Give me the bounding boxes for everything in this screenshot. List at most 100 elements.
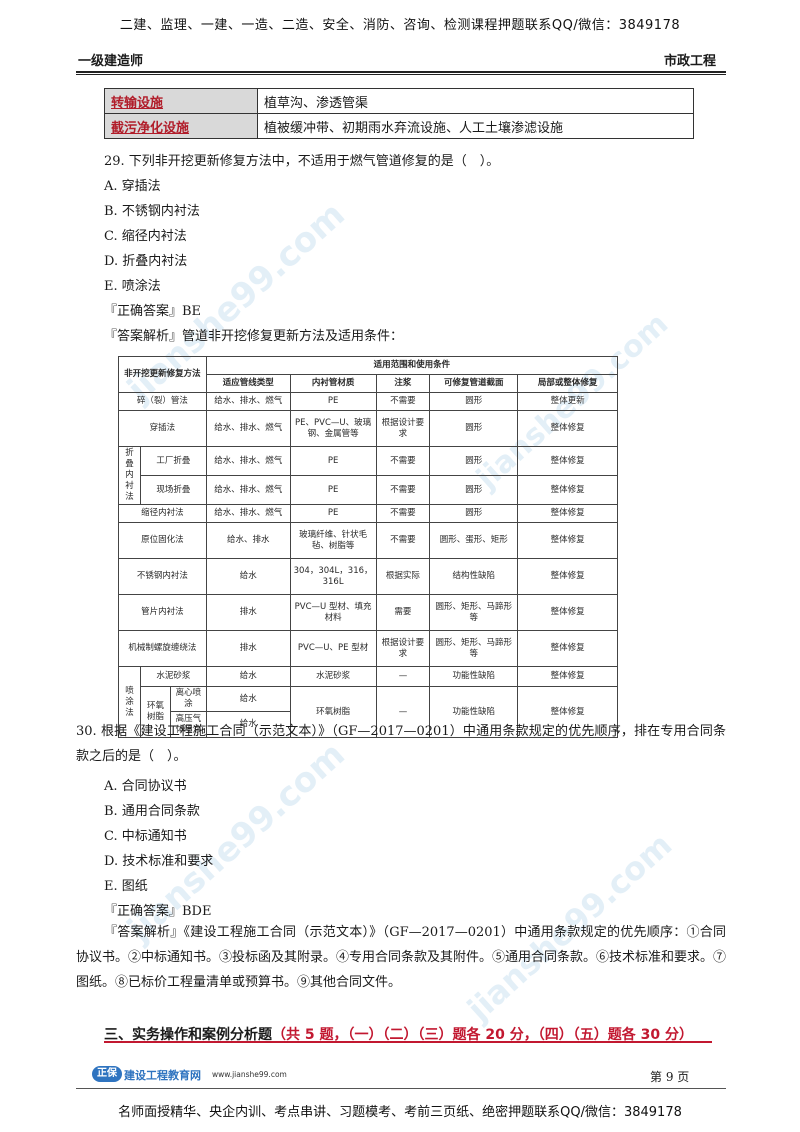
top-banner: 二建、监理、一建、一造、二造、安全、消防、咨询、检测课程押题联系QQ/微信：38… <box>119 18 681 33</box>
table-cell: PVC—U 型材、填充材料 <box>289 594 377 631</box>
table-cell: 整体修复 <box>517 504 618 523</box>
table-cell: 不需要 <box>375 446 431 476</box>
question-30-analysis: 『答案解析』《建设工程施工合同（示范文本）》（GF—2017—0201）中通用条… <box>76 925 727 990</box>
table-cell: PE <box>289 475 377 505</box>
section-note: （共 5 题，（一）（二）（三）题各 20 分，（四）（五）题各 30 分） <box>272 1027 693 1043</box>
table-cell: 整体修复 <box>517 630 618 667</box>
header-section: 可修复管道截面 <box>429 374 519 393</box>
logo-icon: 正保 <box>92 1066 122 1082</box>
facility-items: 植被缓冲带、初期雨水弃流设施、人工土壤渗滤设施 <box>257 113 694 139</box>
table-cell: 根据设计要求 <box>375 410 431 447</box>
table-row: 环氧树脂 离心喷涂 给水 环氧树脂 — 功能性缺陷 整体修复 <box>119 686 618 738</box>
table-cell: 排水 <box>205 630 291 667</box>
table-row: 高压气体喷涂 给水 <box>119 711 618 738</box>
header-repair-scope: 局部或整体修复 <box>517 374 618 393</box>
table-cell: 水泥砂浆 <box>289 666 377 687</box>
table-row: 碎（裂）管法 给水、排水、燃气 PE 不需要 圆形 整体更新 <box>118 392 618 411</box>
table-row: 原位固化法 给水、排水 玻璃纤维、针状毛毡、树脂等 不需要 圆形、蛋形、矩形 整… <box>118 522 618 559</box>
table-cell: 给水 <box>205 666 291 687</box>
page-number: 第 9 页 <box>650 1070 690 1084</box>
facility-type[interactable]: 转输设施 <box>104 88 258 114</box>
table-cell: 不需要 <box>375 522 431 559</box>
table-cell: 给水、排水、燃气 <box>205 504 291 523</box>
method-group: 喷涂法 <box>118 666 141 738</box>
table-cell: 圆形 <box>429 392 519 411</box>
method-name: 高压气体喷涂 <box>169 711 207 738</box>
header-scope: 适用范围和使用条件 <box>205 356 619 375</box>
question-30-option: B. 通用合同条款 <box>104 804 200 819</box>
method-name: 水泥砂浆 <box>139 666 207 687</box>
bottom-banner: 名师面授精华、央企内训、考点串讲、习题模考、考前三页纸、绝密押题联系QQ/微信：… <box>118 1105 682 1120</box>
table-cell: 圆形 <box>429 475 519 505</box>
table-cell: 整体修复 <box>517 475 618 505</box>
question-30-option: A. 合同协议书 <box>104 779 187 794</box>
method-name: 原位固化法 <box>118 522 207 559</box>
question-29-option: B. 不锈钢内衬法 <box>104 204 200 219</box>
section-title: 三、实务操作和案例分析题 <box>104 1027 272 1043</box>
table-row: 转输设施 植草沟、渗透管渠 <box>104 88 694 114</box>
table-cell: PE <box>289 446 377 476</box>
header-method: 非开挖更新修复方法 <box>118 356 207 393</box>
method-name: 不锈钢内衬法 <box>118 558 207 595</box>
table-cell: 整体修复 <box>517 446 618 476</box>
header-pipeline-type: 适应管线类型 <box>205 374 291 393</box>
table-cell: 整体修复 <box>517 594 618 631</box>
method-subgroup: 环氧树脂 <box>139 686 171 738</box>
section-heading: 三、实务操作和案例分析题（共 5 题，（一）（二）（三）题各 20 分，（四）（… <box>104 1024 693 1044</box>
running-head: 一级建造师 市政工程 <box>78 50 722 70</box>
table-header-row: 非开挖更新修复方法 适用范围和使用条件 <box>118 356 619 393</box>
table-row: 机械制螺旋缠绕法 排水 PVC—U、PE 型材 根据设计要求 圆形、矩形、马蹄形… <box>118 630 618 667</box>
method-group: 折叠内衬法 <box>118 446 141 505</box>
table-row: 缩径内衬法 给水、排水、燃气 PE 不需要 圆形 整体修复 <box>118 504 618 523</box>
header-grouting: 注浆 <box>375 374 431 393</box>
table-row: 折叠内衬法 工厂折叠 给水、排水、燃气 PE 不需要 圆形 整体修复 <box>118 446 618 505</box>
question-30-answer: 『正确答案』BDE <box>104 904 212 919</box>
table-cell: 整体修复 <box>517 522 618 559</box>
section-underline <box>104 1041 712 1043</box>
method-name: 碎（裂）管法 <box>118 392 207 411</box>
logo-site: www.jianshe99.com <box>212 1070 287 1079</box>
table-cell: PE、PVC—U、玻璃钢、金属管等 <box>289 410 377 447</box>
logo-brand: 建设工程教育网 <box>124 1069 201 1082</box>
question-29-option: A. 穿插法 <box>104 179 161 194</box>
table-cell: PVC—U、PE 型材 <box>289 630 377 667</box>
table-cell: 不需要 <box>375 392 431 411</box>
table-cell: PE <box>289 504 377 523</box>
table-cell: 不需要 <box>375 504 431 523</box>
table-cell: 整体修复 <box>517 410 618 447</box>
table-cell: 玻璃纤维、针状毛毡、树脂等 <box>289 522 377 559</box>
table-cell: 给水、排水、燃气 <box>205 475 291 505</box>
table-cell: 圆形 <box>429 504 519 523</box>
table-cell: 给水、排水、燃气 <box>205 410 291 447</box>
running-head-left: 一级建造师 <box>78 54 144 69</box>
table-cell: 根据实际 <box>375 558 431 595</box>
table-cell: 圆形 <box>429 410 519 447</box>
table-cell: 根据设计要求 <box>375 630 431 667</box>
table-cell: 排水 <box>205 594 291 631</box>
method-name: 现场折叠 <box>139 475 207 505</box>
table-row: 穿插法 给水、排水、燃气 PE、PVC—U、玻璃钢、金属管等 根据设计要求 圆形… <box>118 410 618 447</box>
method-name: 管片内衬法 <box>118 594 207 631</box>
table-cell: 圆形 <box>429 446 519 476</box>
question-29-stem: 29. 下列非开挖更新修复方法中，不适用于燃气管道修复的是（ ）。 <box>104 154 500 169</box>
table-cell: 整体修复 <box>517 666 618 687</box>
facility-items: 植草沟、渗透管渠 <box>257 88 694 114</box>
question-29-analysis: 『答案解析』管道非开挖修复更新方法及适用条件： <box>104 329 404 344</box>
method-name: 穿插法 <box>118 410 207 447</box>
repair-method-table: 非开挖更新修复方法 适用范围和使用条件 适应管线类型 内衬管材质 注浆 可修复管… <box>118 356 619 738</box>
facility-table: 转输设施 植草沟、渗透管渠 截污净化设施 植被缓冲带、初期雨水弃流设施、人工土壤… <box>104 88 694 139</box>
question-30-option: D. 技术标准和要求 <box>104 854 214 869</box>
table-cell: 需要 <box>375 594 431 631</box>
question-29-option: D. 折叠内衬法 <box>104 254 188 269</box>
facility-type[interactable]: 截污净化设施 <box>104 113 258 139</box>
table-cell: — <box>375 686 431 738</box>
table-cell: 给水 <box>205 686 291 712</box>
table-cell: PE <box>289 392 377 411</box>
table-cell: 圆形、蛋形、矩形 <box>429 522 519 559</box>
method-name: 离心喷涂 <box>169 686 207 712</box>
running-head-right: 市政工程 <box>663 54 716 69</box>
method-name: 缩径内衬法 <box>118 504 207 523</box>
question-29-option: E. 喷涂法 <box>104 279 161 294</box>
table-cell: 功能性缺陷 <box>429 686 519 738</box>
question-29-answer: 『正确答案』BE <box>104 304 202 319</box>
